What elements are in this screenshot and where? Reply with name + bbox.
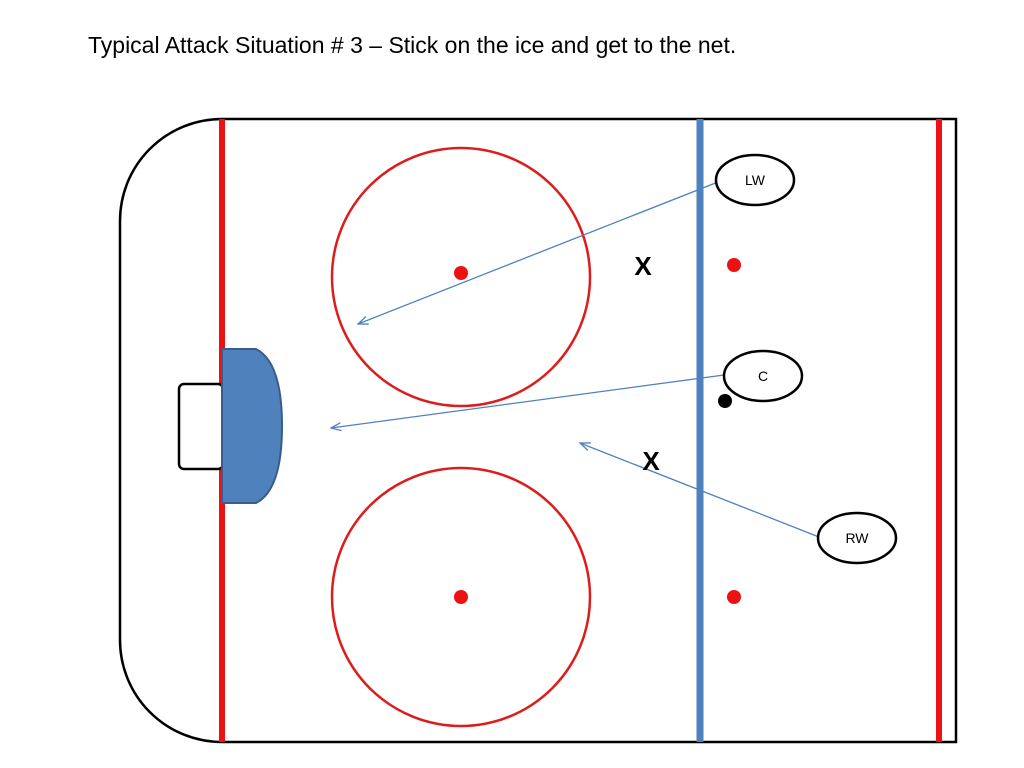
rink-boards: [118, 117, 958, 744]
lw-path-arrow: [358, 181, 719, 324]
faceoff-dot-top: [454, 266, 468, 280]
faceoff-circle-bottom: [330, 466, 592, 728]
rw-path-arrow: [580, 443, 820, 538]
player-rw: RW: [816, 511, 898, 565]
defender-x-top: X: [634, 251, 652, 281]
faceoff-dot-bottom: [454, 590, 468, 604]
player-lw-bubble: [714, 153, 796, 207]
defender-x-bottom: X: [642, 446, 660, 476]
c-path-arrow: [331, 374, 725, 428]
neutral-dot-bottom: [727, 590, 741, 604]
player-rw-label: RW: [845, 530, 869, 546]
neutral-dot-top: [727, 258, 741, 272]
goal-net: [177, 382, 225, 471]
goal-crease: [221, 348, 284, 504]
player-c: C: [722, 349, 804, 403]
faceoff-circle-top: [330, 146, 592, 408]
player-lw-label: LW: [745, 172, 766, 188]
slide-title: Typical Attack Situation # 3 – Stick on …: [88, 32, 737, 58]
player-lw: LW: [714, 153, 796, 207]
player-c-label: C: [758, 368, 768, 384]
player-c-bubble: [722, 349, 804, 403]
puck: [718, 394, 732, 408]
player-rw-bubble: [816, 511, 898, 565]
